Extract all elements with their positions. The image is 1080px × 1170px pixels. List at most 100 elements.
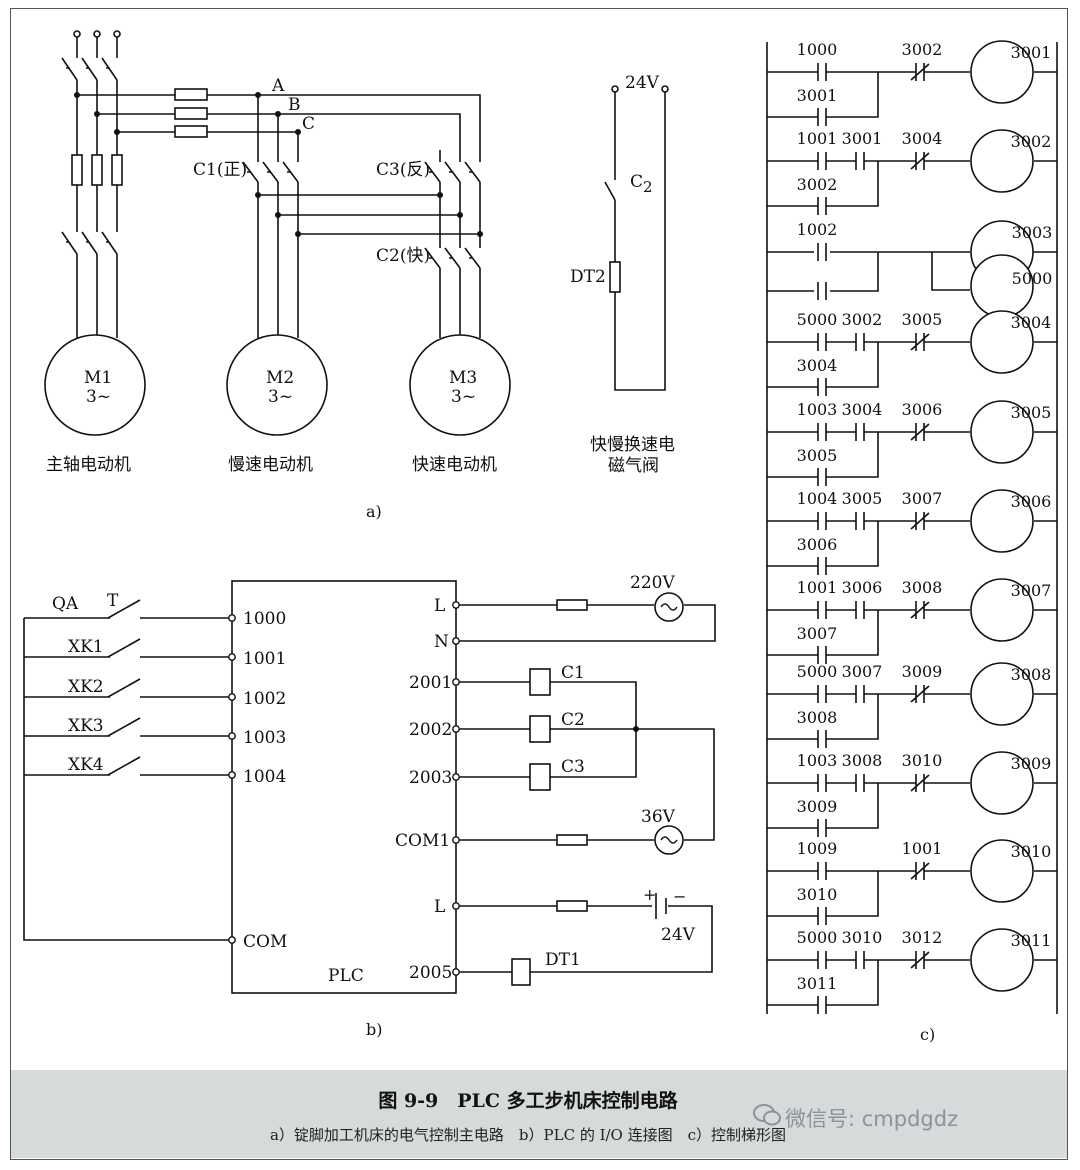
contact-label: 3002 [797,175,838,194]
motor-m1-caption: 主轴电动机 [46,455,131,475]
rung-wire [767,252,879,292]
contact-label: 3006 [842,578,883,597]
contactor-c1-label: C1(正) [193,160,247,180]
contact-nc [910,152,930,170]
motor-m1-spec: 3~ [86,387,111,407]
hold-wire [767,432,879,478]
coil [970,489,1034,553]
figure-frame [10,8,1068,1160]
contact-nc [910,862,930,880]
contact-no [855,685,865,703]
motor-m2-name: M2 [266,368,294,388]
contact-no [855,152,865,170]
coil [970,400,1034,464]
input-xk3-label: XK3 [68,716,104,736]
contact-label: 3007 [797,624,838,643]
contact-label: 5000 [797,310,838,329]
figure-title: 图 9-9 PLC 多工步机床控制电路 [378,1090,678,1112]
figure-subtitle: a）锭脚加工机床的电气控制主电路 b）PLC 的 I/O 连接图 c）控制梯形图 [269,1126,787,1144]
contact-no [855,774,865,792]
hold-wire [767,72,879,118]
phase-label-a: A [271,76,285,96]
coil-label: 5000 [1012,269,1053,288]
coil-label: 3010 [1011,842,1052,861]
terminal-1003: 1003 [243,728,286,748]
contact-label: 3006 [797,535,838,554]
coil-label: 3011 [1011,931,1052,950]
contact-no [817,282,827,300]
contact-label: 1002 [797,220,838,239]
contact-no [817,907,827,925]
contact-no [817,378,827,396]
contact-no [817,685,827,703]
contact-label: 3004 [902,129,943,148]
wechat-icon [753,1104,781,1126]
motor-m1-name: M1 [84,368,112,388]
contact-label: 3001 [797,86,838,105]
coil-label: 3001 [1011,43,1052,62]
valve-voltage: 24V [625,73,660,93]
contactor-c2-label: C2(快) [376,246,430,266]
motor-m2-caption: 慢速电动机 [228,454,313,475]
contact-label: 3008 [797,708,838,727]
subfigure-a-label: a) [366,502,382,521]
contact-label: 1000 [797,40,838,59]
terminal-2002: 2002 [409,720,452,740]
input-xk2-label: XK2 [68,677,104,697]
coil-dt1-label: DT1 [545,950,581,970]
figure-diagrams: A B C C1(正) C3(反) C2(快) M1 3~ M2 3~ M3 3… [23,30,1058,1044]
contact-label: 3002 [902,40,943,59]
valve-caption-1: 快慢换速电 [590,434,675,455]
contact-label: 5000 [797,928,838,947]
contact-no [817,819,827,837]
coil [970,310,1034,374]
input-xk1-label: XK1 [68,637,104,657]
contact-nc [910,423,930,441]
coil [970,129,1034,193]
contact-no [855,512,865,530]
coil [970,928,1034,992]
subfigure-b-label: b) [366,1020,382,1039]
contact-no [817,243,827,261]
contact-label: 3010 [902,751,943,770]
terminal-1000: 1000 [243,609,286,629]
contact-nc [910,951,930,969]
contact-label: 1001 [797,578,838,597]
contact-no [817,646,827,664]
coil [970,578,1034,642]
contact-label: 1004 [797,489,838,508]
motor-m2-spec: 3~ [268,387,293,407]
contact-no [817,108,827,126]
subfigure-c-label: c) [920,1025,935,1044]
coil-label: 3002 [1011,132,1052,151]
ac-source-symbols [660,603,678,844]
contact-no [855,423,865,441]
contactor-c3-label: C3(反) [376,160,430,180]
contact-no [855,333,865,351]
ac-36v-label: 36V [641,807,676,827]
static-wiring [23,30,1058,1014]
contact-label: 3010 [797,885,838,904]
contact-label: 1003 [797,400,838,419]
contact-label: 3002 [842,310,883,329]
dc-plus-label: + [643,885,656,904]
contact-label: 3009 [797,797,838,816]
input-xk4-label: XK4 [68,755,104,775]
coil-label: 3004 [1011,313,1052,332]
coil-label: 3007 [1011,581,1052,600]
contact-no [817,557,827,575]
coil-c2-label: C2 [561,710,585,730]
contact-no [855,951,865,969]
valve-contact-label: C [630,172,643,192]
contact-label: 3008 [842,751,883,770]
coil [970,751,1034,815]
valve-contact-sub: 2 [643,178,653,196]
terminal-l1: L [434,596,445,616]
contact-label: 3005 [902,310,943,329]
contact-no [817,601,827,619]
rung-wire [767,251,970,291]
hold-wire [767,161,879,207]
contact-label: 3011 [797,974,838,993]
contact-label: 3006 [902,400,943,419]
